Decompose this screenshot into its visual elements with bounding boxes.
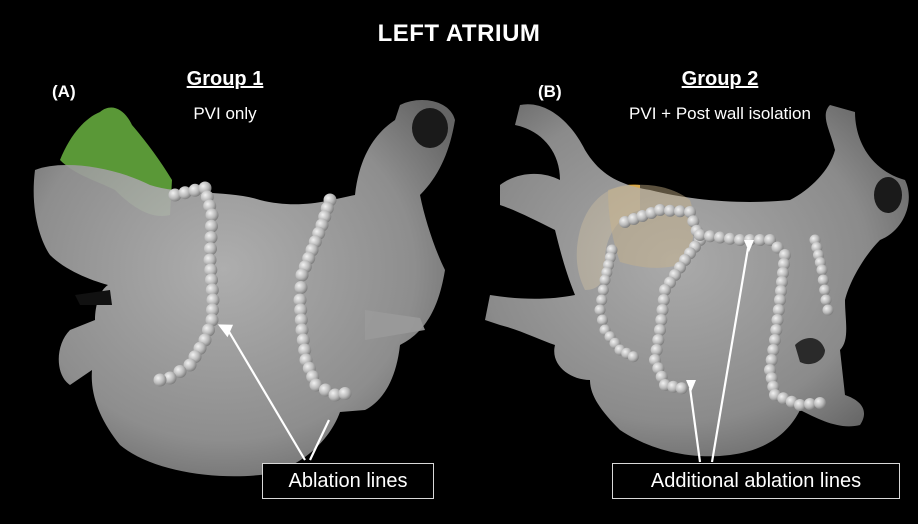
panel-a-rendering bbox=[34, 100, 455, 476]
ablation-point bbox=[654, 324, 666, 336]
vein-opening-b bbox=[874, 177, 902, 213]
ablation-point bbox=[652, 334, 664, 346]
ablation-point bbox=[817, 265, 828, 276]
ablation-point bbox=[628, 351, 639, 362]
panel-b-label: (B) bbox=[538, 82, 562, 102]
ablation-point bbox=[814, 397, 826, 409]
ablation-point bbox=[205, 231, 218, 244]
ablation-point bbox=[295, 281, 308, 294]
panel-a-description: PVI only bbox=[160, 104, 290, 124]
ablation-point bbox=[651, 344, 663, 356]
ablation-point bbox=[767, 344, 779, 356]
ablation-point bbox=[296, 269, 309, 282]
ablation-point bbox=[597, 315, 608, 326]
ablation-point bbox=[205, 220, 218, 233]
panel-a-label: (A) bbox=[52, 82, 76, 102]
ablation-point bbox=[596, 295, 607, 306]
panel-a-group-title: Group 1 bbox=[160, 68, 290, 91]
panel-a-callout: Ablation lines bbox=[262, 463, 434, 499]
ablation-point bbox=[769, 334, 781, 346]
panel-b-rendering bbox=[485, 104, 909, 456]
ablation-point bbox=[206, 209, 219, 222]
panel-b-callout: Additional ablation lines bbox=[612, 463, 900, 499]
ablation-point bbox=[766, 354, 778, 366]
ablation-point bbox=[821, 295, 832, 306]
ablation-point bbox=[823, 305, 834, 316]
figure-title: LEFT ATRIUM bbox=[0, 20, 918, 48]
panel-b-group-title: Group 2 bbox=[650, 68, 790, 91]
ablation-point bbox=[154, 374, 167, 387]
ablation-point bbox=[204, 242, 217, 255]
atrium-body-b bbox=[485, 104, 909, 456]
ablation-point bbox=[339, 387, 352, 400]
panel-b-description: PVI + Post wall isolation bbox=[600, 104, 840, 124]
ablation-point bbox=[676, 382, 688, 394]
ablation-point bbox=[595, 305, 606, 316]
vein-opening-a bbox=[412, 108, 448, 148]
ablation-point bbox=[818, 275, 829, 286]
ablation-point bbox=[819, 285, 830, 296]
ablation-point bbox=[598, 285, 609, 296]
ablation-point bbox=[600, 275, 611, 286]
